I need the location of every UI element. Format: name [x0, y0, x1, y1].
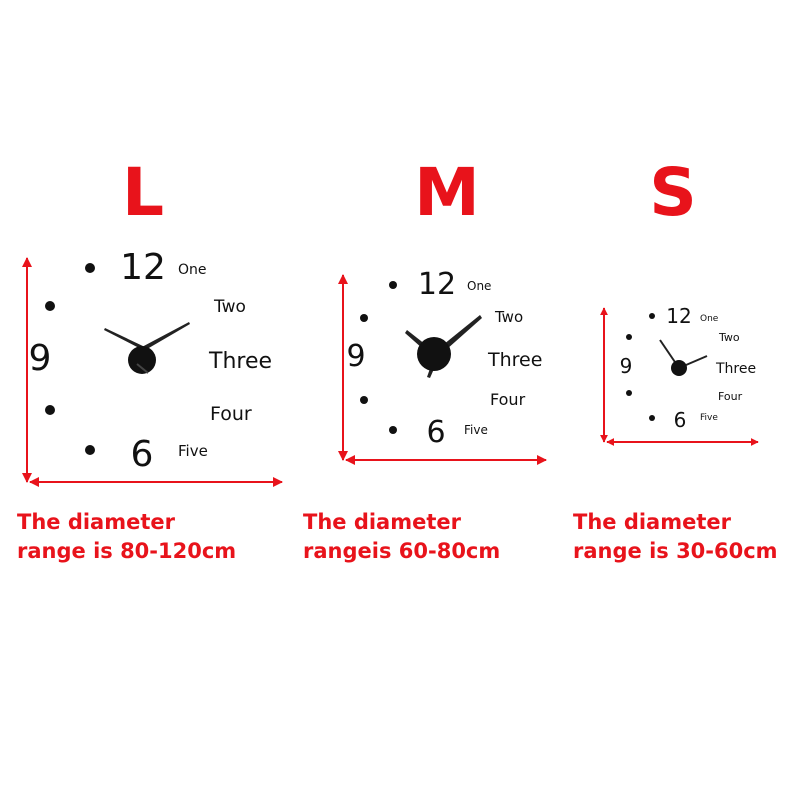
numeral-6: 6	[426, 415, 445, 450]
hour-dot	[45, 405, 55, 415]
hour-dot	[626, 390, 632, 396]
hour-dot	[85, 445, 95, 455]
desc-line-2: range is 30-60cm	[573, 539, 778, 563]
hour-dot	[360, 396, 368, 404]
hour-dot	[389, 281, 397, 289]
size-letter: M	[414, 154, 480, 231]
word-three: Three	[487, 349, 542, 371]
desc-line-1: The diameter	[303, 510, 461, 534]
numeral-9: 9	[346, 339, 365, 374]
hour-dot	[85, 263, 95, 273]
word-two: Two	[494, 308, 523, 326]
word-three: Three	[715, 361, 756, 377]
clock-diagram: 12 9 6 One Two Three Four Five	[338, 267, 547, 465]
word-five: Five	[700, 413, 718, 423]
clock-diagram: 12 9 6 One Two Three Four Five	[600, 304, 759, 446]
hour-dot	[360, 314, 368, 322]
numeral-12: 12	[666, 304, 691, 328]
word-four: Four	[718, 390, 743, 403]
hour-dot	[649, 415, 655, 421]
desc-line-1: The diameter	[17, 510, 175, 534]
numeral-9: 9	[29, 338, 52, 379]
word-one: One	[700, 314, 719, 324]
hour-dot	[626, 334, 632, 340]
word-two: Two	[213, 297, 246, 317]
word-five: Five	[464, 423, 488, 437]
hour-dot	[389, 426, 397, 434]
size-panel-l: L 12 9 6 One Two Three Four Five The dia…	[0, 0, 290, 800]
numeral-6: 6	[674, 408, 687, 432]
size-panel-m: M 12 9 6 One Two Three Four Five The dia…	[290, 0, 560, 800]
clock-diagram: 12 9 6 One Two Three Four Five	[22, 247, 283, 487]
hands-hub	[417, 337, 451, 371]
word-four: Four	[490, 390, 526, 409]
diameter-description: The diameter range is 30-60cm	[573, 508, 778, 566]
desc-line-1: The diameter	[573, 510, 731, 534]
hands-hub	[128, 346, 156, 374]
size-letter: S	[649, 154, 697, 231]
desc-line-2: rangeis 60-80cm	[303, 539, 501, 563]
diameter-description: The diameter range is 80-120cm	[17, 508, 236, 566]
word-four: Four	[210, 403, 252, 425]
word-one: One	[467, 279, 491, 293]
size-letter: L	[121, 154, 165, 231]
numeral-9: 9	[620, 354, 633, 378]
word-three: Three	[208, 349, 272, 374]
desc-line-2: range is 80-120cm	[17, 539, 237, 563]
numeral-12: 12	[418, 267, 456, 302]
diameter-description: The diameter rangeis 60-80cm	[303, 508, 500, 566]
word-two: Two	[718, 331, 740, 344]
word-five: Five	[178, 442, 208, 460]
hour-dot	[45, 301, 55, 311]
hour-hand	[104, 328, 145, 350]
size-panel-s: S 12 9 6 One Two Three Four Five The dia…	[560, 0, 800, 800]
word-one: One	[178, 262, 207, 278]
hands-hub	[671, 360, 687, 376]
second-hand	[136, 363, 149, 374]
hour-dot	[649, 313, 655, 319]
numeral-6: 6	[131, 434, 154, 475]
minute-hand	[140, 322, 190, 352]
numeral-12: 12	[120, 247, 166, 288]
